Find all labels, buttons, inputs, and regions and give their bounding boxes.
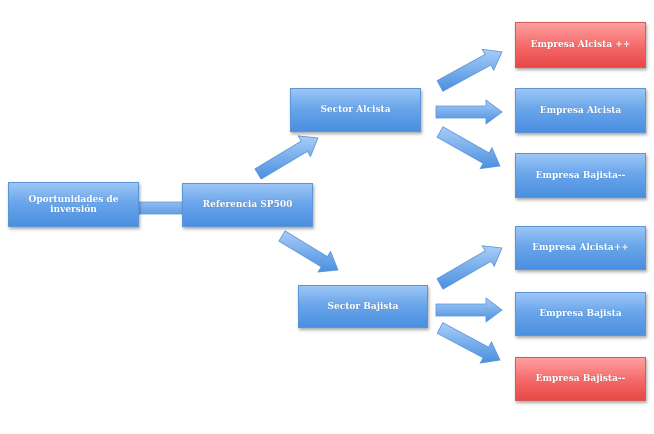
node-label: Sector Bajista: [327, 301, 399, 312]
node-sector-bajista: Sector Bajista: [298, 285, 428, 328]
arrow-icon: [436, 126, 501, 170]
node-empresa-alcista: Empresa Alcista: [515, 88, 646, 133]
node-label: Empresa Alcista ++: [530, 40, 631, 50]
node-label: Sector Alcista: [320, 105, 391, 115]
node-referencia-sp500: Referencia SP500: [182, 183, 313, 227]
node-label: Empresa Bajista: [539, 309, 622, 319]
node-sector-alcista: Sector Alcista: [290, 88, 421, 132]
node-empresa-bajista-minusminus-top: Empresa Bajista--: [515, 153, 646, 198]
arrow-icon: [254, 135, 319, 180]
arrow-icon: [278, 230, 339, 273]
node-label: Empresa Bajista--: [535, 170, 626, 181]
arrow-icon: [436, 245, 503, 290]
node-empresa-bajista: Empresa Bajista: [515, 292, 646, 336]
node-label: Oportunidades de inversión: [28, 194, 119, 215]
node-label: Referencia SP500: [202, 200, 293, 210]
node-label: Empresa Alcista: [539, 105, 622, 116]
node-empresa-alcista-plusplus-bottom: Empresa Alcista++: [515, 226, 646, 270]
arrow-icon: [436, 48, 503, 92]
node-label: Empresa Alcista++: [532, 243, 629, 253]
node-empresa-alcista-plusplus-top: Empresa Alcista ++: [515, 22, 646, 68]
node-label: Empresa Bajista--: [535, 374, 626, 384]
node-empresa-bajista-minusminus-bottom: Empresa Bajista--: [515, 357, 646, 401]
arrow-icon: [436, 322, 501, 364]
arrow-icon: [435, 297, 503, 323]
arrow-icon: [435, 99, 503, 125]
node-oportunidades-de-inversion: Oportunidades de inversión: [8, 182, 139, 227]
